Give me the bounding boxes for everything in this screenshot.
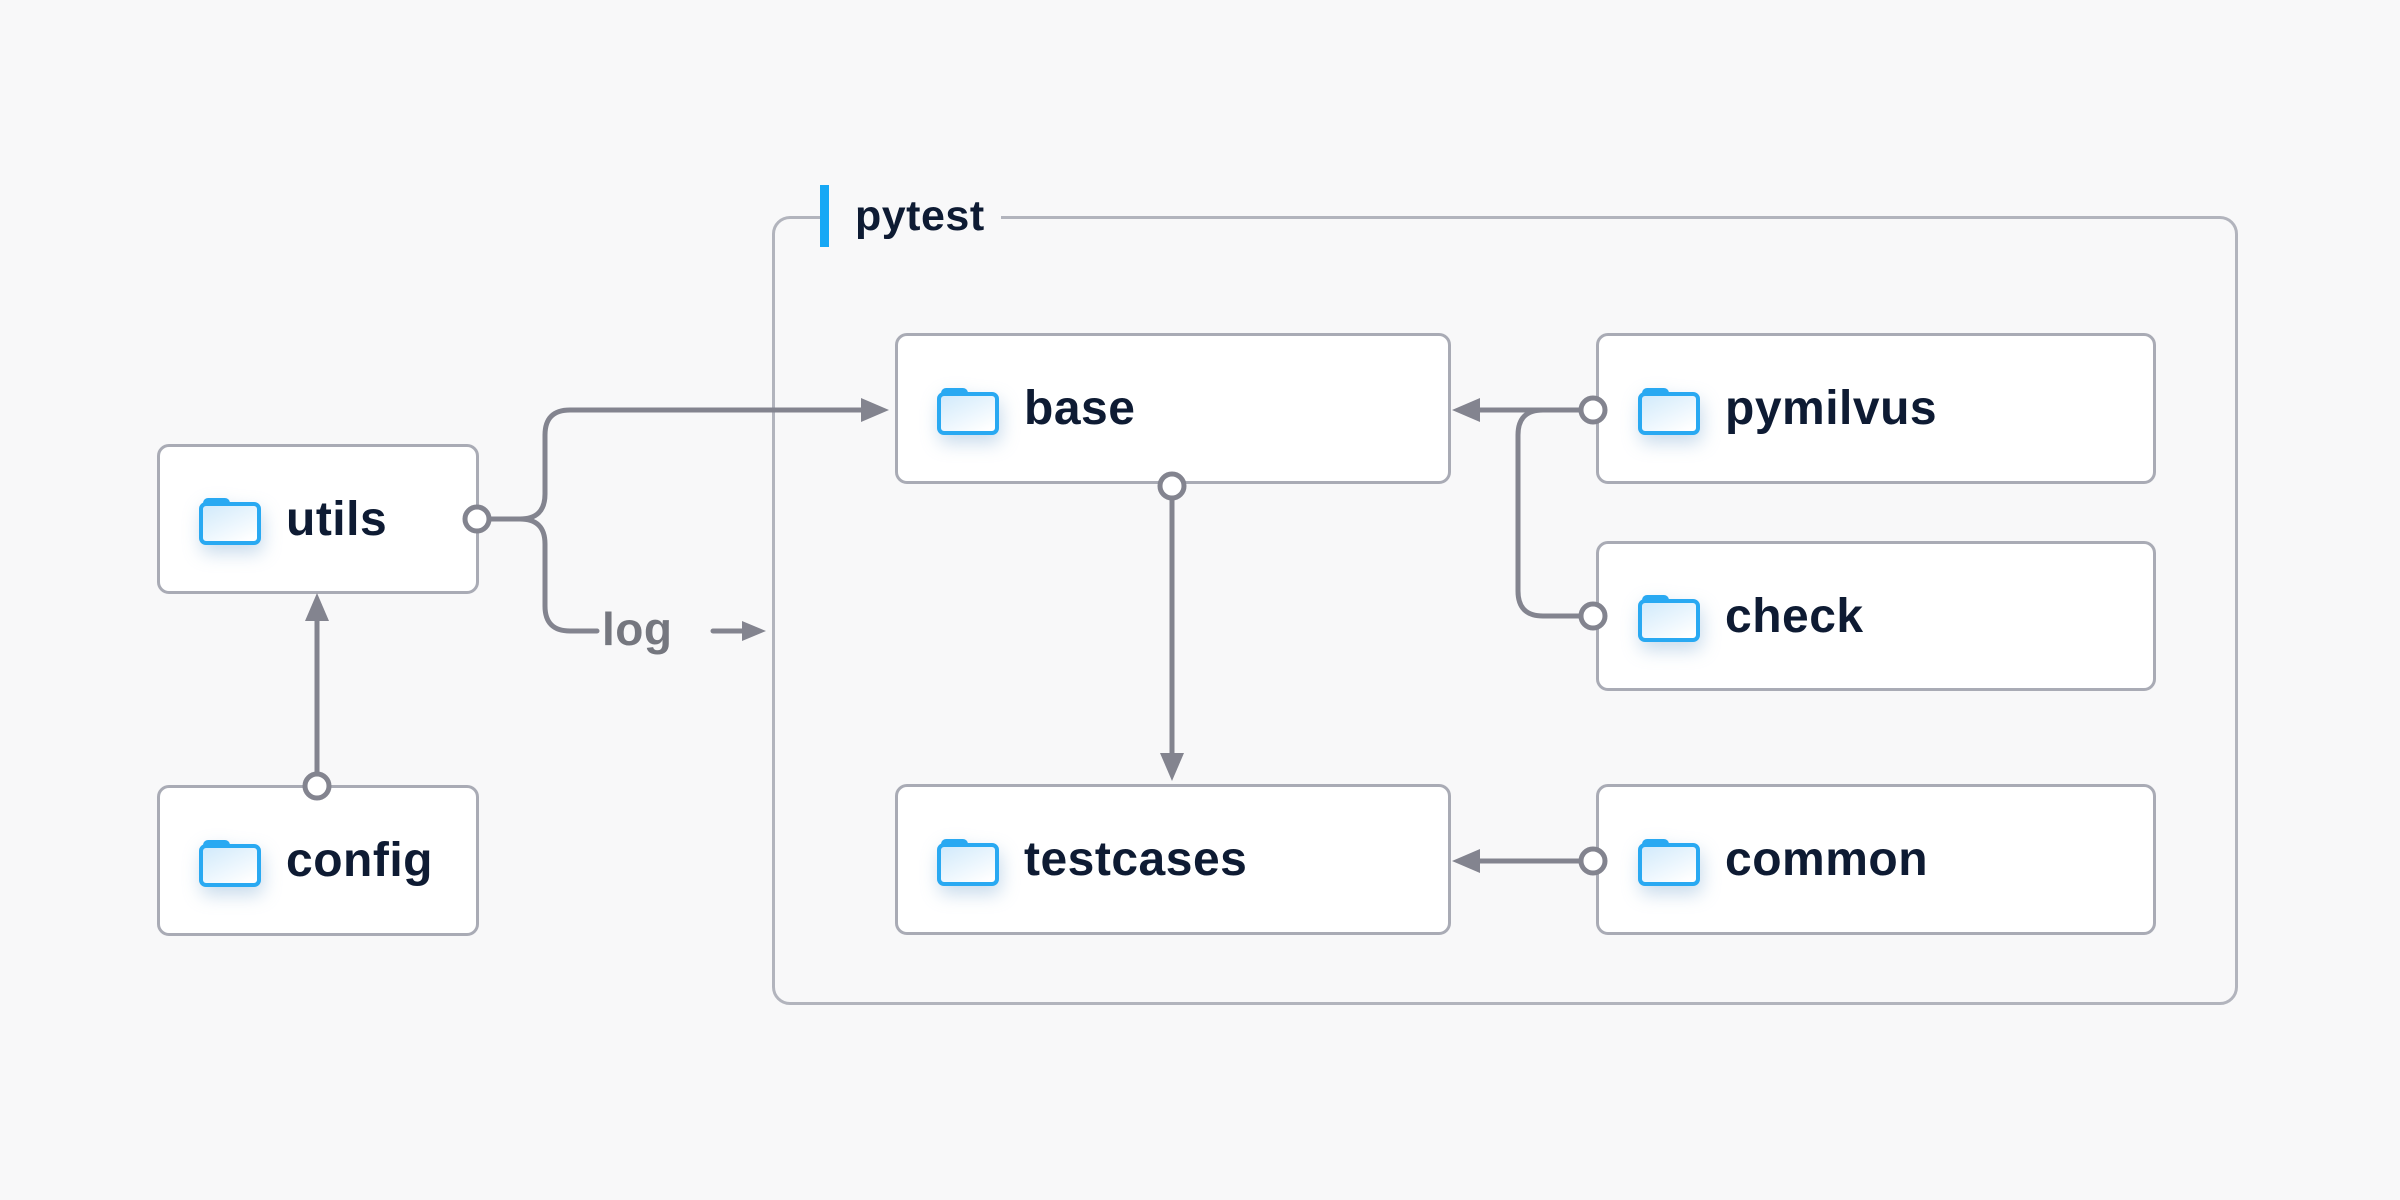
accent-bar: [820, 185, 829, 247]
pytest-group-label: pytest: [820, 184, 1001, 248]
folder-icon: [936, 382, 1000, 436]
group-label-text: pytest: [855, 191, 985, 240]
edge-config-utils: [302, 593, 332, 801]
node-testcases: testcases: [895, 784, 1451, 935]
folder-icon: [1637, 382, 1701, 436]
node-label: base: [1024, 382, 1136, 435]
node-check: check: [1596, 541, 2156, 691]
node-common: common: [1596, 784, 2156, 935]
edge-label-log: log: [602, 602, 673, 655]
folder-icon: [1637, 589, 1701, 643]
node-config: config: [157, 785, 479, 936]
node-pymilvus: pymilvus: [1596, 333, 2156, 484]
node-label: utils: [286, 492, 388, 546]
folder-icon: [936, 833, 1000, 887]
node-utils: utils: [157, 444, 479, 594]
pytest-group-box: [772, 216, 2238, 1005]
folder-icon: [1637, 833, 1701, 887]
node-label: pymilvus: [1725, 382, 1938, 435]
node-label: common: [1725, 833, 1929, 886]
node-label: testcases: [1024, 833, 1248, 886]
folder-icon: [198, 492, 262, 546]
node-label: config: [286, 834, 433, 887]
node-label: check: [1725, 589, 1864, 643]
folder-icon: [198, 834, 262, 888]
node-base: base: [895, 333, 1451, 484]
